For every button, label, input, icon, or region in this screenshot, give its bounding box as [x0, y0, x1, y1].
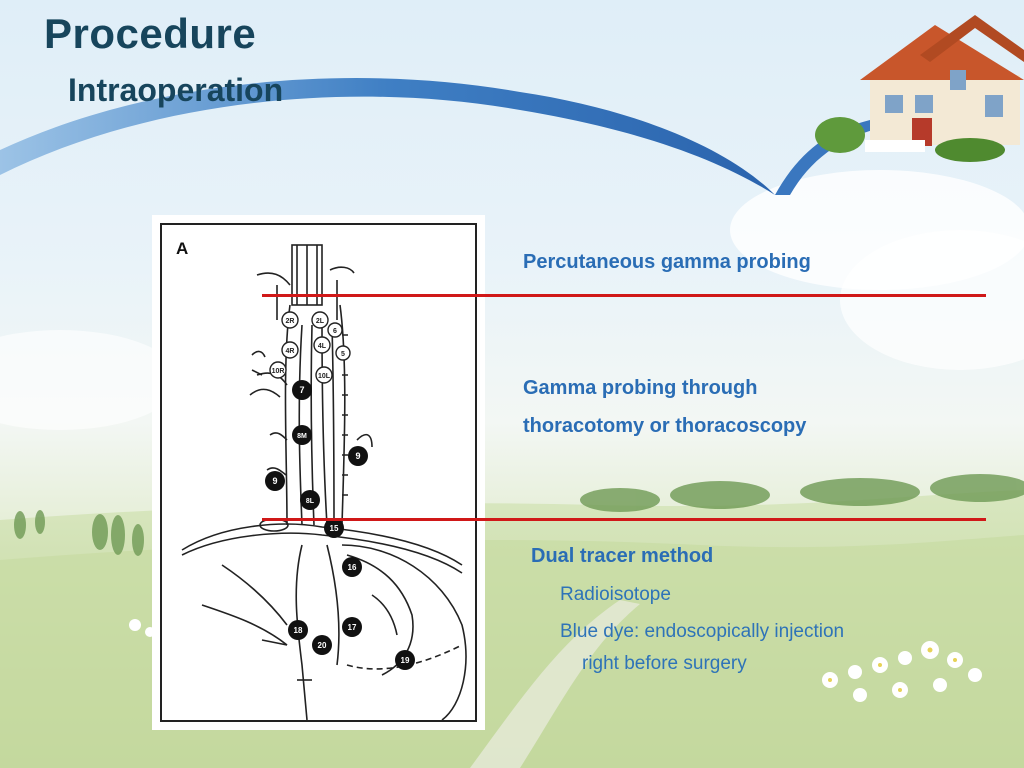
node-label-4r: 4R [286, 348, 295, 355]
slide-title: Procedure [44, 10, 257, 57]
panel-letter: A [176, 239, 189, 258]
node-label-8l: 8L [306, 498, 315, 505]
node-label-20: 20 [318, 641, 327, 650]
bullet-dual-tracer: Dual tracer method [531, 545, 714, 567]
node-label-2l: 2L [316, 318, 325, 325]
node-label-16: 16 [348, 563, 357, 572]
node-label-9-left: 9 [272, 476, 277, 486]
node-label-10r: 10R [272, 368, 285, 375]
sub-bullet-blue-dye-line2: right before surgery [582, 653, 747, 674]
node-label-7: 7 [299, 385, 304, 395]
node-label-2r: 2R [286, 318, 295, 325]
node-label-19: 19 [401, 656, 410, 665]
diagram-frame: A [160, 223, 477, 722]
house-illustration [815, 15, 1024, 162]
node-label-5: 5 [341, 351, 345, 358]
diagram-drawing: 2R 2L 6 4R 4L 5 10R 10L 7 8M 9 9 8L 15 1… [181, 244, 467, 720]
node-label-6: 6 [333, 328, 337, 335]
bullet-gamma-line2: thoracotomy or thoracoscopy [523, 415, 807, 437]
node-label-15: 15 [330, 524, 339, 533]
node-label-4l: 4L [318, 343, 327, 350]
node-label-18: 18 [294, 626, 303, 635]
sub-bullet-blue-dye-line1: Blue dye: endoscopically injection [560, 621, 845, 642]
node-label-10l: 10L [318, 373, 331, 380]
slide-subtitle: Intraoperation [68, 72, 284, 108]
node-label-8m: 8M [297, 433, 307, 440]
node-label-9-right: 9 [355, 451, 360, 461]
node-label-17: 17 [348, 623, 357, 632]
divider-line-lower [262, 518, 986, 521]
bullet-gamma-line1: Gamma probing through [523, 377, 758, 399]
bullet-percutaneous: Percutaneous gamma probing [523, 251, 811, 273]
divider-line-upper [262, 294, 986, 297]
sub-bullet-radioisotope: Radioisotope [560, 584, 671, 605]
lymph-node-diagram: A [152, 215, 485, 730]
